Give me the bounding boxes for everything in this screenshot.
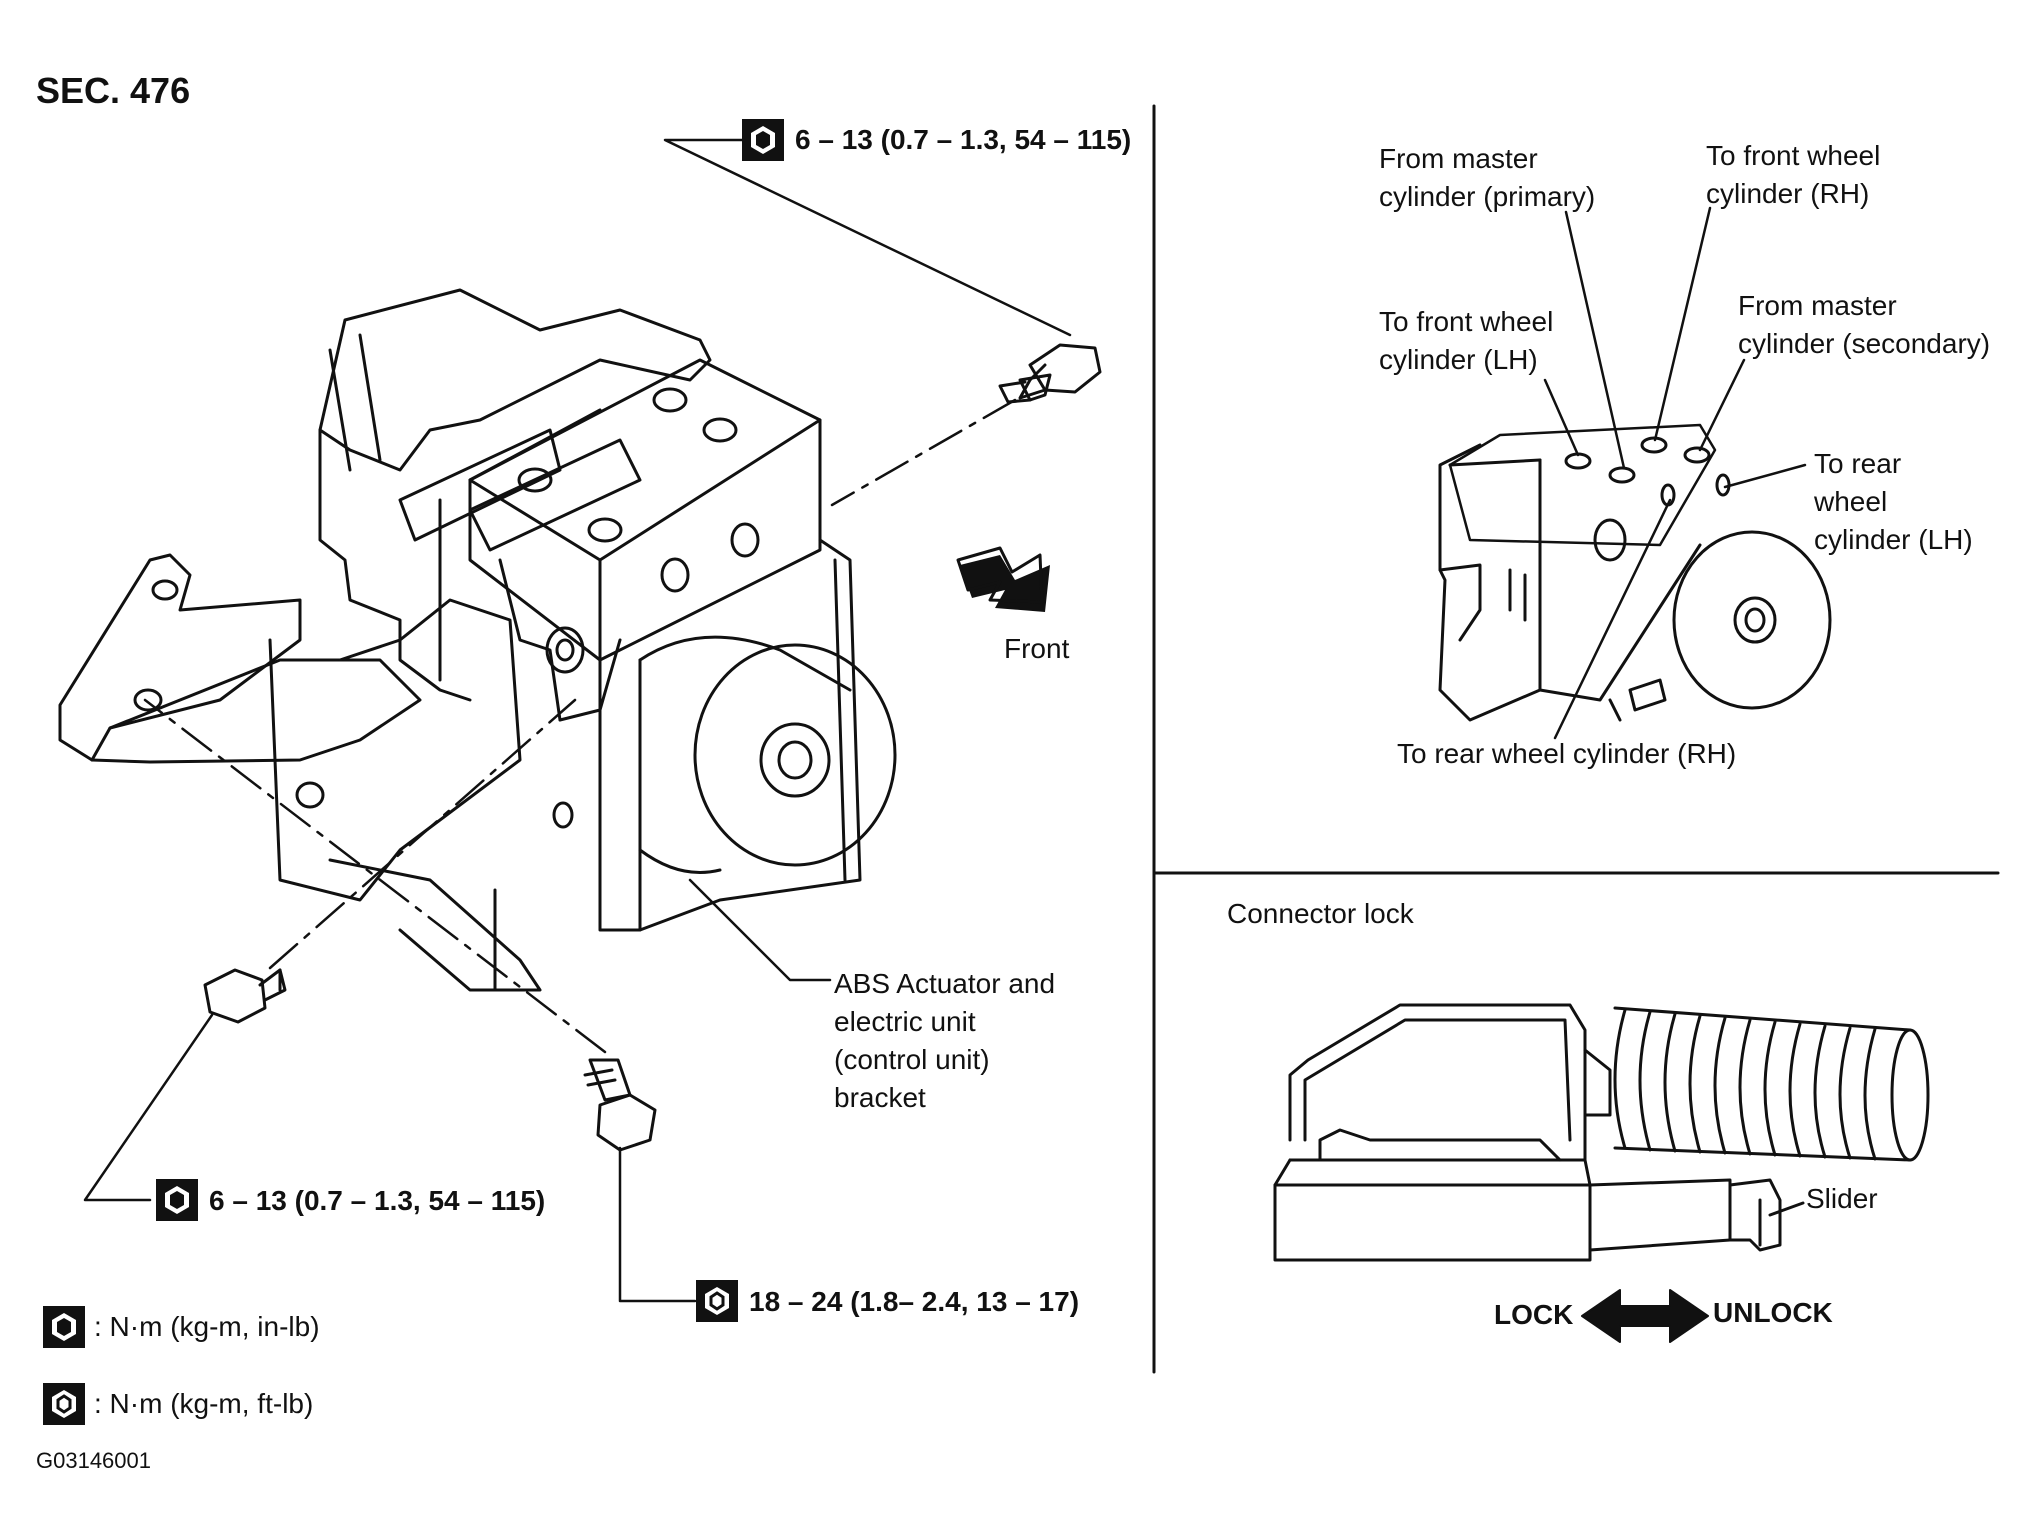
port-label-line: To front wheel [1379,306,1554,337]
actuator-label-line: electric unit [834,1006,976,1037]
actuator-label-line: bracket [834,1082,926,1113]
port-label-line: cylinder (LH) [1379,344,1538,375]
port-label-line: wheel [1814,486,1888,517]
port-to-rear-lh: To rear wheel cylinder (LH) [1814,445,1973,559]
front-label: Front [1004,633,1070,664]
port-to-rear-rh: To rear wheel cylinder (RH) [1397,738,1737,769]
legend-open-icon [43,1383,85,1425]
legend-filled-icon [43,1306,85,1348]
torque-bottom: 18 – 24 (1.8– 2.4, 13 – 17) [749,1286,1080,1317]
abs-actuator-port-view [1438,423,1832,722]
legend-open-text: : N·m (kg-m, ft-lb) [94,1388,314,1419]
actuator-label: ABS Actuator and electric unit (control … [834,965,1055,1117]
port-label-line: To front wheel [1706,140,1881,171]
unlock-label: UNLOCK [1713,1297,1833,1328]
actuator-label-line: ABS Actuator and [834,968,1056,999]
legend-filled-text: : N·m (kg-m, in-lb) [94,1311,320,1342]
bolt-bottom [583,1058,657,1152]
torque-open-icon [696,1280,738,1322]
port-label-line: cylinder (primary) [1379,181,1596,212]
actuator-bracket [58,538,862,992]
slider-label: Slider [1806,1183,1878,1214]
bolt-top [998,343,1102,404]
port-from-master-secondary: From master cylinder (secondary) [1738,287,1990,363]
port-label-line: cylinder (RH) [1706,178,1870,209]
connector-lock-title: Connector lock [1227,898,1414,929]
abs-actuator [318,288,897,874]
port-label-line: cylinder (secondary) [1738,328,1991,359]
port-label-line: From master [1738,290,1897,321]
lock-label: LOCK [1494,1299,1574,1330]
bolt-left [203,968,287,1024]
torque-filled-icon [156,1179,198,1221]
actuator-label-line: (control unit) [834,1044,990,1075]
port-label-line: From master [1379,143,1538,174]
connector-drawing [1273,1003,1930,1262]
port-label-line: To rear [1814,448,1902,479]
torque-filled-icon [742,119,784,161]
port-from-master-primary: From master cylinder (primary) [1379,140,1595,216]
lock-unlock-arrow [1581,1289,1709,1343]
torque-left: 6 – 13 (0.7 – 1.3, 54 – 115) [209,1185,546,1216]
front-arrow [956,546,1050,612]
port-label-line: cylinder (LH) [1814,524,1973,555]
port-to-front-lh: To front wheel cylinder (LH) [1379,303,1553,379]
torque-top: 6 – 13 (0.7 – 1.3, 54 – 115) [795,124,1132,155]
port-to-front-rh: To front wheel cylinder (RH) [1706,137,1880,213]
section-number: SEC. 476 [36,70,191,111]
figure-code: G03146001 [36,1448,151,1473]
